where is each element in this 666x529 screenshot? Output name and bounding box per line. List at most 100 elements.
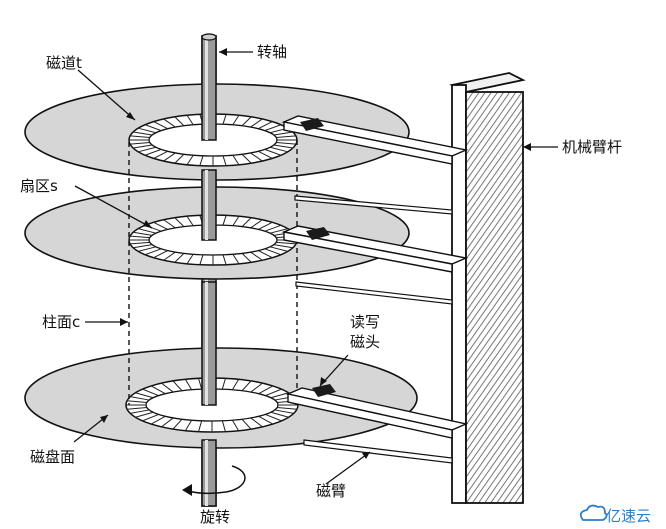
sector-divider (241, 418, 252, 430)
sector-divider (250, 118, 263, 128)
label-cylinder: 柱面c (42, 313, 80, 331)
sector-divider (130, 396, 150, 401)
leader-arrowheads (100, 48, 531, 459)
platter-middle (24, 186, 410, 280)
read-write-head-top (300, 118, 324, 131)
sector-divider (198, 378, 203, 390)
read-write-head-bottom (312, 384, 336, 397)
sector-divider (129, 235, 150, 239)
sector-divider (269, 228, 288, 234)
sector-divider (161, 417, 174, 428)
sector-divider (184, 419, 193, 431)
sector-divider (270, 392, 289, 399)
sector-divider (258, 150, 273, 159)
label-head-line2: 磁头 (350, 333, 380, 351)
sector-divider (276, 142, 297, 145)
label-arm: 机械臂杆 (562, 138, 622, 156)
sector-divider (138, 127, 157, 134)
sector-divider (129, 142, 150, 145)
sector-divider (198, 420, 203, 432)
sector-divider (264, 148, 282, 156)
sector-divider (133, 131, 153, 136)
sector-divider (273, 244, 293, 249)
sector-divider (127, 400, 147, 403)
label-head-arm: 磁臂 (316, 482, 346, 500)
sector-divider (138, 228, 157, 234)
sector-divider (174, 217, 185, 227)
head-arm-bottom (285, 384, 469, 464)
sector-divider (264, 224, 282, 232)
sector-divider (241, 116, 252, 127)
sector-divider (222, 155, 227, 166)
sector-divider (133, 231, 153, 236)
sector-divider (250, 152, 263, 162)
label-sector: 扇区s (20, 177, 58, 195)
sector-divider (258, 415, 274, 425)
sector-divider (153, 150, 168, 159)
sector-divider (184, 379, 193, 391)
head-arm-middle (281, 225, 469, 305)
sector-divider (142, 388, 159, 397)
sector-divider (232, 253, 240, 265)
sector-divider (150, 385, 166, 395)
sector-divider (144, 148, 162, 156)
sector-divider (133, 244, 153, 249)
sector-divider (276, 241, 297, 245)
sector-divider (222, 215, 227, 226)
sector-divider (199, 254, 204, 265)
sector-divider (222, 254, 227, 265)
sector-divider (130, 409, 150, 414)
sector-divider (265, 388, 282, 397)
sector-divider (186, 253, 194, 265)
sector-divider (277, 407, 297, 410)
sector-divider (273, 144, 293, 149)
sector-divider (174, 153, 185, 164)
sector-divider (221, 420, 226, 432)
sector-divider (250, 219, 263, 229)
sector-divider (265, 413, 282, 422)
sector-divider (127, 407, 147, 410)
sector-divider (232, 115, 240, 126)
sector-divider (163, 118, 176, 128)
sector-divider (250, 251, 263, 261)
sector-divider (241, 380, 252, 392)
sector-divider (269, 246, 288, 252)
sector-divider (258, 250, 273, 259)
sector-divider (144, 124, 162, 132)
label-head-line1: 读写 (350, 313, 380, 331)
sector-divider (163, 152, 176, 162)
sector-divider (138, 246, 157, 252)
sector-divider (153, 221, 168, 230)
sector-divider (172, 380, 183, 392)
label-track: 磁道t (46, 54, 82, 72)
sector-divider (135, 392, 154, 399)
sector-divider (163, 251, 176, 261)
sector-divider (186, 115, 194, 126)
cylinder-outline (128, 140, 298, 405)
cloud-logo-icon (579, 504, 608, 521)
sector-divider (133, 144, 153, 149)
sector-divider (264, 124, 282, 132)
platter-bottom (24, 347, 418, 449)
sector-divider (129, 135, 150, 138)
sector-divider (161, 382, 174, 393)
sector-divider (129, 241, 150, 245)
sector-divider (221, 378, 226, 390)
sector-divider (241, 153, 252, 164)
sector-divider (150, 415, 166, 425)
label-platter-surface: 磁盘面 (30, 448, 75, 466)
sector-divider (163, 219, 176, 229)
sector-divider (250, 417, 263, 428)
rotation-arrow-icon (182, 465, 246, 496)
label-spindle: 转轴 (257, 43, 287, 61)
sector-divider (222, 114, 227, 125)
sector-divider (153, 121, 168, 130)
sector-divider (174, 116, 185, 127)
watermark: 亿速云 (579, 504, 651, 525)
sector-divider (186, 154, 194, 165)
sector-divider (241, 217, 252, 227)
sector-divider (241, 253, 252, 263)
sector-divider (231, 419, 240, 431)
